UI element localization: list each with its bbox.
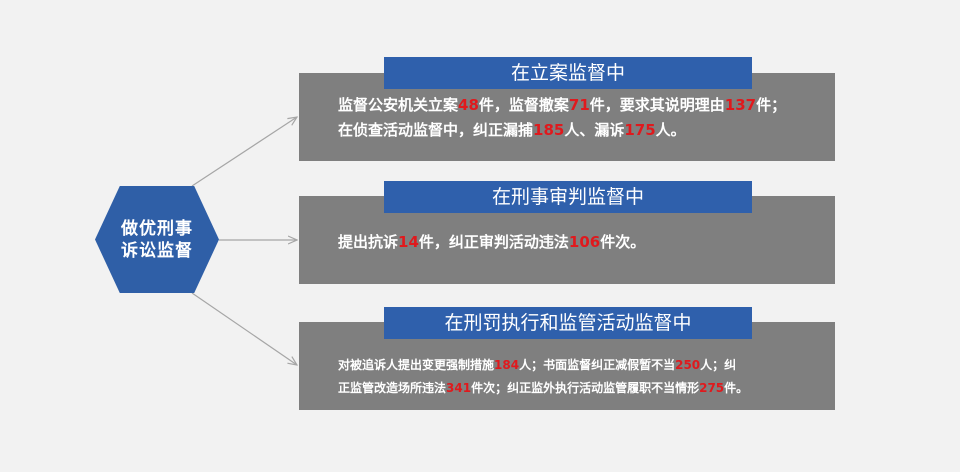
section-3-title: 在刑罚执行和监管活动监督中 — [384, 307, 752, 339]
section-2-line-1: 提出抗诉14件，纠正审判活动违法106件次。 — [338, 230, 818, 255]
center-label: 做优刑事 诉讼监督 — [117, 218, 197, 262]
text-segment: 件，要求其说明理由 — [589, 96, 725, 114]
highlight-number: 275 — [699, 381, 725, 395]
highlight-number: 106 — [568, 233, 601, 251]
section-3-line-1: 对被追诉人提出变更强制措施184人；书面监督纠正减假暂不当250人；纠 — [338, 354, 818, 377]
section-1-line-2: 在侦查活动监督中，纠正漏捕185人、漏诉175人。 — [338, 118, 818, 143]
text-segment: 对被追诉人提出变更强制措施 — [338, 358, 495, 372]
section-1-title: 在立案监督中 — [384, 57, 752, 89]
highlight-number: 184 — [494, 358, 520, 372]
text-segment: 人；书面监督纠正减假暂不当 — [519, 358, 676, 372]
arrow-to-section-1 — [191, 117, 297, 187]
text-segment: 提出抗诉 — [338, 233, 399, 251]
highlight-number: 250 — [675, 358, 701, 372]
text-segment: 人、漏诉 — [564, 121, 625, 139]
text-segment: 在侦查活动监督中，纠正漏捕 — [338, 121, 534, 139]
section-2-text: 提出抗诉14件，纠正审判活动违法106件次。 — [338, 230, 818, 255]
text-segment: 监督公安机关立案 — [338, 96, 459, 114]
section-1-line-1: 监督公安机关立案48件，监督撤案71件，要求其说明理由137件； — [338, 93, 818, 118]
highlight-number: 341 — [446, 381, 472, 395]
text-segment: 件次。 — [600, 233, 646, 251]
highlight-number: 48 — [458, 96, 479, 114]
section-2-title: 在刑事审判监督中 — [384, 181, 752, 213]
highlight-number: 185 — [533, 121, 565, 139]
text-segment: 件，纠正审判活动违法 — [418, 233, 569, 251]
arrow-to-section-3 — [191, 292, 297, 365]
center-label-line-2: 诉讼监督 — [121, 240, 193, 261]
text-segment: 件； — [756, 96, 787, 114]
text-segment: 件次；纠正监外执行活动监管履职不当情形 — [471, 381, 700, 395]
center-label-line-1: 做优刑事 — [121, 218, 193, 239]
center-hexagon: 做优刑事 诉讼监督 — [95, 186, 219, 293]
text-segment: 人；纠 — [700, 358, 737, 372]
text-segment: 正监管改造场所违法 — [338, 381, 447, 395]
text-segment: 人。 — [655, 121, 686, 139]
highlight-number: 137 — [724, 96, 757, 114]
text-segment: 件。 — [724, 381, 749, 395]
section-3-line-2: 正监管改造场所违法341件次；纠正监外执行活动监管履职不当情形275件。 — [338, 377, 818, 400]
highlight-number: 175 — [624, 121, 656, 139]
text-segment: 件，监督撤案 — [478, 96, 569, 114]
highlight-number: 14 — [398, 233, 419, 251]
section-3-text: 对被追诉人提出变更强制措施184人；书面监督纠正减假暂不当250人；纠 正监管改… — [338, 354, 818, 400]
highlight-number: 71 — [568, 96, 590, 114]
section-1-text: 监督公安机关立案48件，监督撤案71件，要求其说明理由137件； 在侦查活动监督… — [338, 93, 818, 143]
